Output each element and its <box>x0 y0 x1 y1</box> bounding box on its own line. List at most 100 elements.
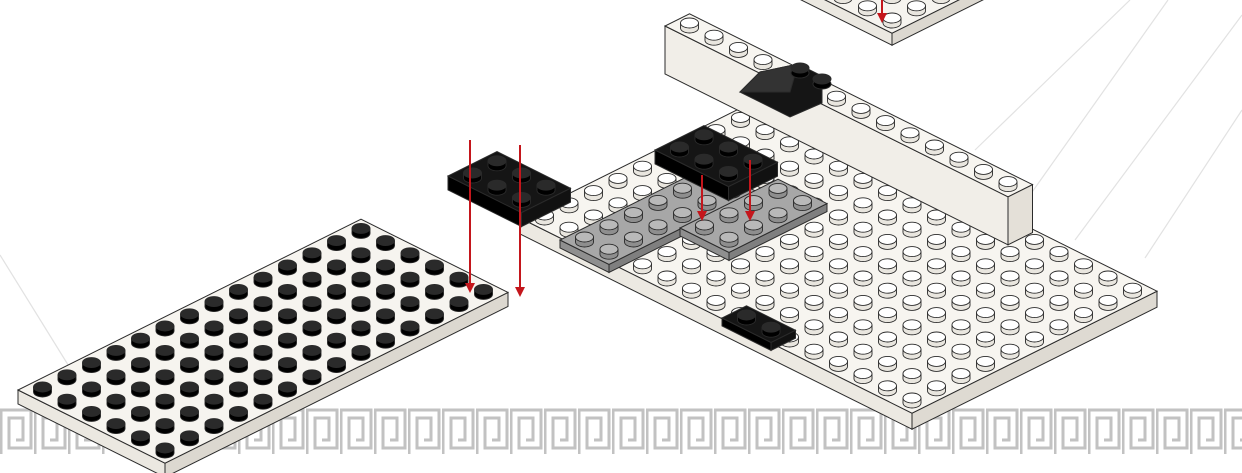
stud <box>830 283 848 298</box>
stud <box>696 220 714 235</box>
stud <box>107 345 125 360</box>
stud <box>977 332 995 347</box>
stud <box>903 247 921 262</box>
stud <box>859 1 877 16</box>
stud <box>377 309 395 324</box>
stud <box>781 234 799 249</box>
stud <box>303 297 321 312</box>
stud <box>738 310 756 325</box>
stud <box>328 260 346 275</box>
stud <box>328 358 346 373</box>
stud <box>1026 308 1044 323</box>
stud <box>513 168 531 183</box>
stud <box>854 198 872 213</box>
stud <box>576 232 594 247</box>
stud <box>781 308 799 323</box>
stud <box>328 309 346 324</box>
stud <box>377 260 395 275</box>
stud <box>1001 320 1019 335</box>
stud <box>83 382 101 397</box>
stud <box>830 356 848 371</box>
stud <box>952 369 970 384</box>
stud <box>928 381 946 396</box>
stud <box>805 320 823 335</box>
stud <box>879 356 897 371</box>
stud <box>609 173 627 188</box>
stud <box>156 321 174 336</box>
upper-plate-subassembly <box>745 0 1088 45</box>
stud <box>181 309 199 324</box>
stud <box>705 30 723 45</box>
stud <box>1124 283 1142 298</box>
stud <box>903 369 921 384</box>
stud <box>830 259 848 274</box>
stud <box>205 345 223 360</box>
stud <box>720 142 738 157</box>
stud <box>901 128 919 143</box>
stud <box>254 345 272 360</box>
stud <box>1001 344 1019 359</box>
stud <box>903 393 921 408</box>
stud <box>156 394 174 409</box>
stud <box>107 419 125 434</box>
stud <box>681 18 699 33</box>
stud <box>671 142 689 157</box>
stud <box>854 247 872 262</box>
stud <box>303 370 321 385</box>
stud <box>230 382 248 397</box>
stud <box>903 344 921 359</box>
stud <box>852 103 870 118</box>
stud <box>600 220 618 235</box>
stud <box>303 321 321 336</box>
stud <box>830 332 848 347</box>
stud <box>352 248 370 263</box>
stud <box>756 271 774 286</box>
stud <box>132 333 150 348</box>
stud <box>401 248 419 263</box>
stud <box>352 223 370 238</box>
stud <box>352 321 370 336</box>
stud <box>513 192 531 207</box>
stud <box>908 1 926 16</box>
stud <box>205 297 223 312</box>
stud <box>903 295 921 310</box>
stud <box>903 271 921 286</box>
stud <box>377 284 395 299</box>
stud <box>1099 295 1117 310</box>
stud <box>854 344 872 359</box>
stud <box>377 333 395 348</box>
stud <box>279 284 297 299</box>
stud <box>879 210 897 225</box>
stud <box>1075 308 1093 323</box>
stud <box>830 210 848 225</box>
stud <box>1050 320 1068 335</box>
stud <box>303 248 321 263</box>
stud <box>328 284 346 299</box>
stud <box>1099 271 1117 286</box>
stud <box>634 259 652 274</box>
stud <box>720 232 738 247</box>
stud <box>107 394 125 409</box>
stud <box>585 186 603 201</box>
stud <box>854 320 872 335</box>
stud <box>649 220 667 235</box>
stud <box>781 283 799 298</box>
stud <box>805 173 823 188</box>
stud <box>928 308 946 323</box>
stud <box>805 247 823 262</box>
stud <box>279 333 297 348</box>
stud <box>230 358 248 373</box>
stud <box>828 91 846 106</box>
stud <box>401 272 419 287</box>
stud <box>205 419 223 434</box>
stud <box>879 308 897 323</box>
stud <box>426 284 444 299</box>
stud <box>830 186 848 201</box>
stud <box>903 320 921 335</box>
stud <box>879 283 897 298</box>
stud <box>928 283 946 298</box>
stud <box>401 297 419 312</box>
stud <box>720 166 738 181</box>
